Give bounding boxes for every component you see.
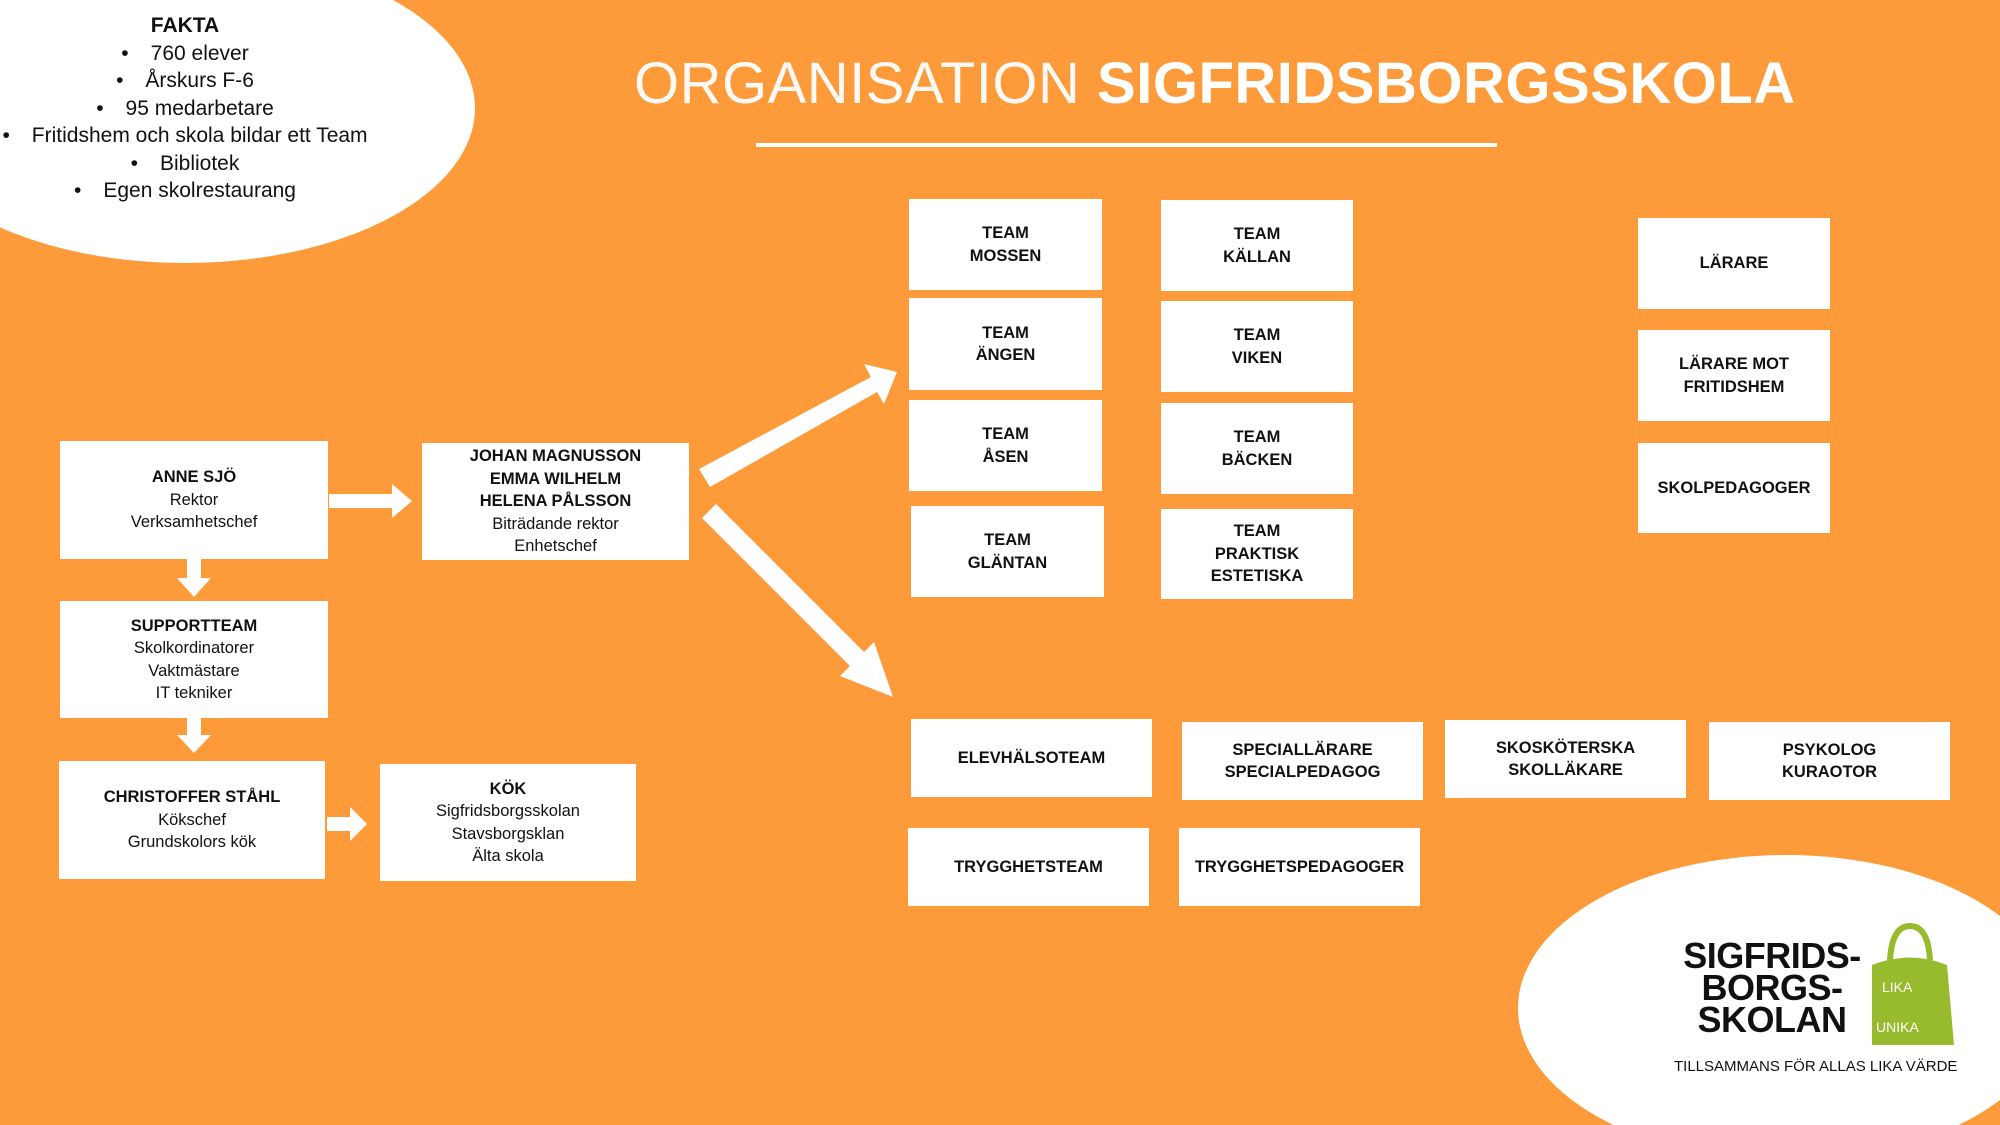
arrow-right — [329, 484, 412, 518]
box-label: TEAM — [982, 224, 1029, 242]
title-bold: SIGFRIDSBORGSSKOLA — [1097, 51, 1796, 116]
box-label: PRAKTISK — [1214, 544, 1300, 563]
arrow-down — [177, 559, 211, 597]
logo-line: SIGFRIDS- — [1683, 935, 1861, 976]
box-name: KÖK — [489, 779, 527, 798]
box-label: PSYKOLOG — [1782, 740, 1877, 759]
box-label: SKOLPEDAGOGER — [1657, 478, 1811, 497]
box-line: IT tekniker — [155, 684, 233, 702]
fact-item: Egen skolrestaurang — [0, 177, 370, 205]
box-label: TEAM — [984, 531, 1031, 549]
student-health-box: TRYGGHETSPEDAGOGER — [1179, 828, 1420, 906]
box-line: Rektor — [169, 490, 219, 509]
arrow-up-right — [699, 364, 897, 487]
box-line: Verksamhetschef — [130, 513, 258, 532]
box-label: TEAM — [982, 323, 1029, 342]
staff-box: SKOLPEDAGOGER — [1638, 443, 1830, 533]
box-label: SPECIALLÄRARE — [1232, 740, 1373, 759]
box-line: Stavsborgsklan — [451, 824, 565, 843]
box-label: TEAM — [1233, 522, 1281, 541]
supportteam-box: SUPPORTTEAM Skolkordinatorer Vaktmästare… — [60, 601, 328, 718]
box-name: EMMA WILHELM — [489, 469, 622, 488]
bag-text-bottom: UNIKA — [1876, 1019, 1919, 1035]
facts-list: FAKTA 760 elever Årskurs F-6 95 medarbet… — [0, 12, 370, 205]
logo-line: BORGS- — [1701, 967, 1844, 1008]
title-light: ORGANISATION — [634, 51, 1081, 116]
box-label: TRYGGHETSTEAM — [954, 857, 1103, 876]
box-label: ÄNGEN — [975, 346, 1036, 364]
box-label: TRYGGHETSPEDAGOGER — [1194, 857, 1405, 876]
assistant-principals-box: JOHAN MAGNUSSON EMMA WILHELM HELENA PÅLS… — [422, 443, 689, 560]
box-label: BÄCKEN — [1221, 450, 1293, 469]
fact-item: 95 medarbetare — [0, 95, 370, 123]
team-box: TEAM PRAKTISK ESTETISKA — [1161, 509, 1353, 599]
box-line: Älta skola — [472, 847, 544, 865]
box-label: ESTETISKA — [1210, 567, 1304, 586]
box-name: CHRISTOFFER STÅHL — [103, 788, 281, 807]
box-label: ELEVHÄLSOTEAM — [957, 748, 1106, 767]
school-logo: SIGFRIDS- BORGS- SKOLAN LIKA UNIKA TILLS… — [1672, 922, 1957, 1075]
box-label: SKOSKÖTERSKA — [1495, 738, 1636, 757]
title-underline — [756, 143, 1497, 147]
student-health-box: PSYKOLOG KURAOTOR — [1709, 722, 1950, 800]
box-label: SPECIALPEDAGOG — [1224, 763, 1381, 781]
box-line: Biträdande rektor — [492, 514, 619, 533]
box-line: Vaktmästare — [148, 661, 240, 680]
logo-line: SKOLAN — [1697, 999, 1848, 1040]
team-box: TEAM KÄLLAN — [1161, 200, 1353, 291]
kitchen-box: KÖK Sigfridsborgsskolan Stavsborgsklan Ä… — [380, 764, 636, 881]
box-label: ÅSEN — [982, 447, 1029, 466]
box-label: TEAM — [1233, 428, 1281, 446]
arrow-down-right — [702, 504, 893, 697]
bag-text-top: LIKA — [1882, 979, 1913, 995]
rektor-box: ANNE SJÖ Rektor Verksamhetschef — [60, 441, 328, 559]
box-name: HELENA PÅLSSON — [479, 492, 632, 511]
box-label: LÄRARE MOT — [1679, 355, 1789, 373]
team-box: TEAM VIKEN — [1161, 301, 1353, 392]
page-title: ORGANISATION SIGFRIDSBORGSSKOLA — [634, 50, 1796, 117]
box-label: SKOLLÄKARE — [1508, 761, 1623, 779]
box-name: JOHAN MAGNUSSON — [469, 447, 642, 466]
box-label: LÄRARE — [1699, 254, 1769, 273]
team-box: TEAM ÅSEN — [909, 400, 1102, 491]
staff-box: LÄRARE — [1638, 218, 1830, 309]
arrow-right — [327, 807, 367, 841]
box-label: GLÄNTAN — [967, 553, 1048, 572]
fact-item: Årskurs F-6 — [0, 67, 370, 95]
facts-heading: FAKTA — [150, 14, 220, 37]
box-name: SUPPORTTEAM — [130, 616, 258, 635]
student-health-box: SPECIALLÄRARE SPECIALPEDAGOG — [1182, 722, 1423, 800]
student-health-box: TRYGGHETSTEAM — [908, 828, 1149, 906]
box-label: TEAM — [982, 425, 1029, 443]
box-label: MOSSEN — [969, 246, 1042, 265]
box-name: ANNE SJÖ — [151, 468, 237, 487]
box-line: Grundskolors kök — [127, 833, 257, 852]
box-label: TEAM — [1233, 225, 1281, 243]
student-health-box: ELEVHÄLSOTEAM — [911, 719, 1152, 797]
box-line: Sigfridsborgsskolan — [436, 802, 580, 820]
box-label: KÄLLAN — [1223, 247, 1291, 266]
box-label: FRITIDSHEM — [1683, 377, 1785, 396]
box-label: KURAOTOR — [1781, 763, 1878, 781]
team-box: TEAM MOSSEN — [909, 199, 1102, 290]
kitchen-chief-box: CHRISTOFFER STÅHL Kökschef Grundskolors … — [59, 761, 325, 879]
logo-wordmark: SIGFRIDS- BORGS- SKOLAN — [1672, 935, 1872, 1040]
box-line: Kökschef — [158, 810, 226, 829]
arrow-down — [177, 718, 211, 753]
backpack-icon: LIKA UNIKA — [1872, 922, 1954, 1045]
fact-item: Fritidshem och skola bildar ett Team — [0, 122, 370, 150]
box-line: Enhetschef — [514, 537, 597, 556]
fact-item: Bibliotek — [0, 150, 370, 178]
box-label: VIKEN — [1231, 348, 1283, 367]
student-health-box: SKOSKÖTERSKA SKOLLÄKARE — [1445, 720, 1686, 798]
team-box: TEAM GLÄNTAN — [911, 506, 1104, 597]
team-box: TEAM BÄCKEN — [1161, 403, 1353, 494]
box-line: Skolkordinatorer — [133, 639, 255, 657]
team-box: TEAM ÄNGEN — [909, 298, 1102, 390]
staff-box: LÄRARE MOT FRITIDSHEM — [1638, 330, 1830, 421]
box-label: TEAM — [1233, 326, 1281, 344]
fact-item: 760 elever — [0, 40, 370, 68]
logo-tagline: TILLSAMMANS FÖR ALLAS LIKA VÄRDE — [1674, 1058, 1958, 1075]
